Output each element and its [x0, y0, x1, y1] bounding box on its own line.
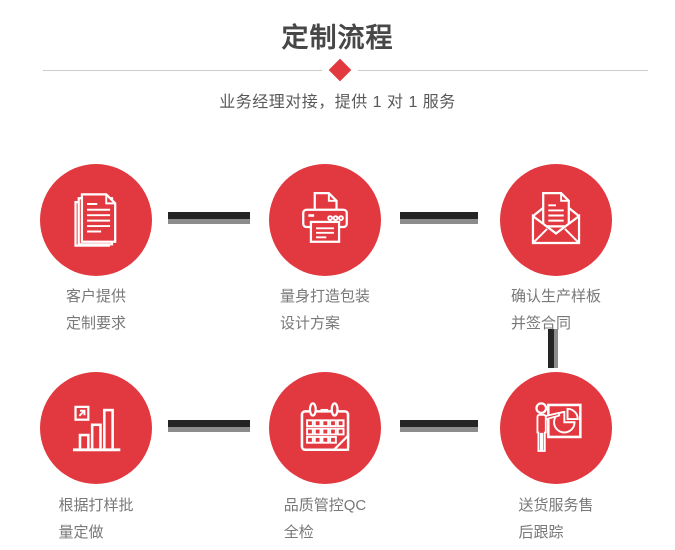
diamond-icon: [328, 58, 352, 82]
step-circle-3: [500, 164, 612, 276]
printer-icon: [302, 192, 348, 243]
connector-step3-step6: [548, 329, 558, 368]
step-circle-2: [269, 164, 381, 276]
page-title: 定制流程: [281, 23, 394, 53]
connector-step5-step6: [400, 420, 478, 432]
step-label-5: 品质管控QC 全检: [283, 497, 367, 541]
step-label-1: 客户提供 定制要求: [65, 288, 127, 332]
step-label-3: 确认生产样板 并签合同: [510, 288, 602, 332]
presenter-icon: [535, 402, 582, 452]
step-circle-5: [269, 372, 381, 484]
step-circle-6: [500, 372, 612, 484]
connector-step2-step3: [400, 212, 478, 224]
envelope-icon: [531, 192, 581, 245]
bar-chart-icon: [72, 405, 121, 452]
documents-icon: [74, 193, 117, 247]
calendar-icon: [300, 402, 350, 452]
step-circle-1: [40, 164, 152, 276]
step-label-6: 送货服务售 后跟踪: [518, 497, 594, 541]
step-label-4: 根据打样批 量定做: [58, 497, 134, 541]
step-label-2: 量身打造包装 设计方案: [279, 288, 371, 332]
connector-step1-step2: [168, 212, 250, 224]
connector-step4-step5: [168, 420, 250, 432]
step-circle-4: [40, 372, 152, 484]
subtitle: 业务经理对接，提供 1 对 1 服务: [219, 94, 456, 111]
